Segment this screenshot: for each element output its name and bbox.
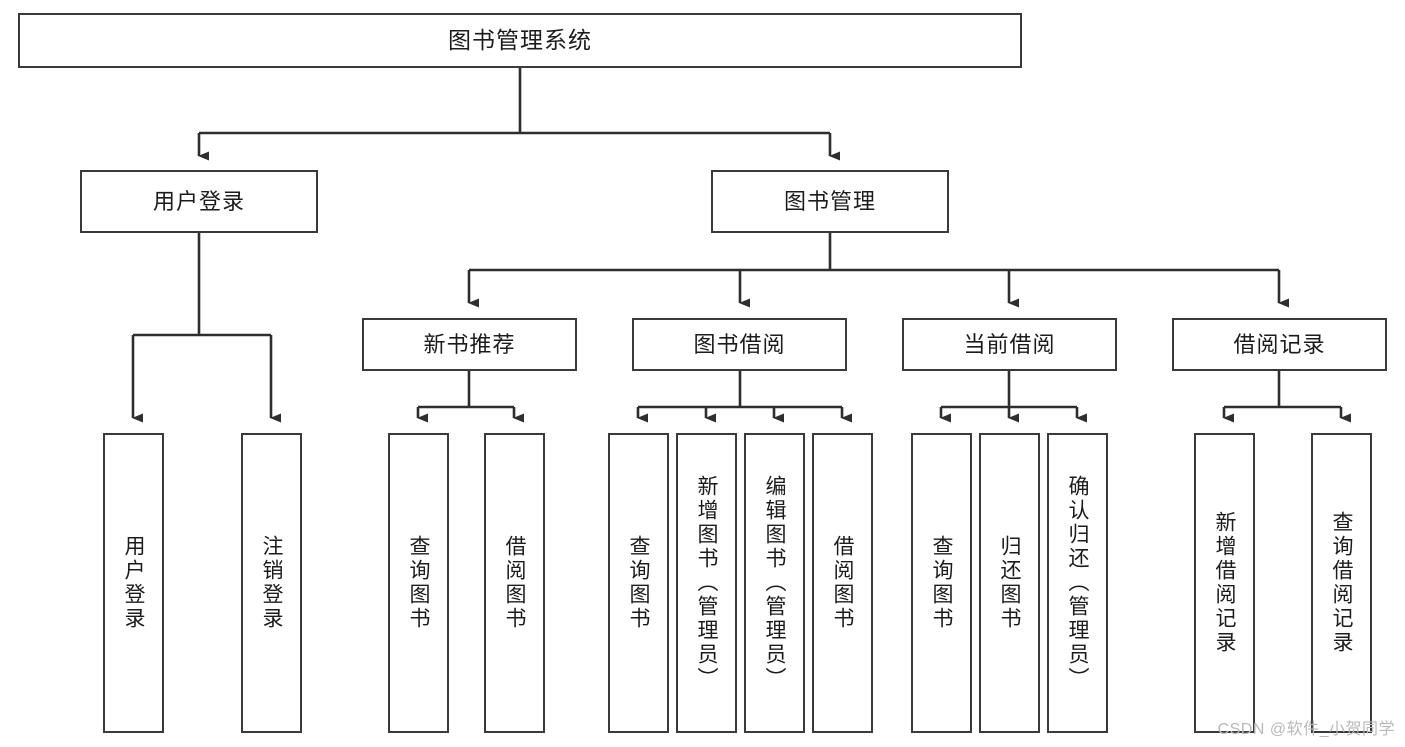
connectors-borrow-record	[1222, 371, 1351, 423]
node-root[interactable]: 图书管理系统	[18, 13, 1022, 68]
node-new-book-recommend-label: 新书推荐	[423, 331, 516, 357]
connectors-book-borrow	[636, 371, 852, 423]
node-current-borrow[interactable]: 当前借阅	[902, 318, 1117, 371]
node-leaf-query-book-1[interactable]: 查询图书	[388, 433, 449, 733]
node-user-login[interactable]: 用户登录	[80, 170, 318, 233]
node-leaf-edit-book[interactable]: 编辑图书（管理员）	[744, 433, 805, 733]
node-leaf-borrow-book-2-label: 借阅图书	[831, 535, 855, 631]
node-root-label: 图书管理系统	[448, 27, 592, 54]
node-book-borrow-label: 图书借阅	[693, 331, 786, 357]
node-leaf-add-record-label: 新增借阅记录	[1213, 511, 1237, 655]
watermark: CSDN @软件_小贺同学	[1217, 721, 1395, 738]
node-leaf-add-record[interactable]: 新增借阅记录	[1194, 433, 1255, 733]
node-current-borrow-label: 当前借阅	[963, 331, 1056, 357]
node-leaf-query-book-3[interactable]: 查询图书	[911, 433, 972, 733]
connectors-book-manage	[467, 233, 1289, 308]
node-leaf-add-book[interactable]: 新增图书（管理员）	[676, 433, 737, 733]
connectors-new-book-recommend	[416, 371, 524, 423]
node-borrow-record-label: 借阅记录	[1233, 331, 1326, 357]
connectors-user-login	[131, 233, 281, 423]
node-leaf-confirm-return-label: 确认归还（管理员）	[1066, 475, 1090, 691]
node-book-borrow[interactable]: 图书借阅	[632, 318, 847, 371]
node-leaf-return-book[interactable]: 归还图书	[979, 433, 1040, 733]
node-leaf-confirm-return[interactable]: 确认归还（管理员）	[1047, 433, 1108, 733]
node-borrow-record[interactable]: 借阅记录	[1172, 318, 1387, 371]
node-leaf-query-book-1-label: 查询图书	[407, 535, 431, 631]
node-leaf-query-record-label: 查询借阅记录	[1330, 511, 1354, 655]
node-leaf-query-record[interactable]: 查询借阅记录	[1311, 433, 1372, 733]
node-book-manage-label: 图书管理	[783, 188, 876, 214]
node-leaf-logout-login-label: 注销登录	[260, 535, 284, 631]
node-leaf-query-book-3-label: 查询图书	[930, 535, 954, 631]
connectors-current-borrow	[939, 371, 1087, 423]
node-leaf-borrow-book-1[interactable]: 借阅图书	[484, 433, 545, 733]
node-leaf-return-book-label: 归还图书	[998, 535, 1022, 631]
node-leaf-borrow-book-2[interactable]: 借阅图书	[812, 433, 873, 733]
node-user-login-label: 用户登录	[152, 188, 245, 214]
node-leaf-borrow-book-1-label: 借阅图书	[503, 535, 527, 631]
node-leaf-logout-login[interactable]: 注销登录	[241, 433, 302, 733]
connectors-root	[197, 68, 840, 161]
node-leaf-add-book-label: 新增图书（管理员）	[695, 475, 719, 691]
node-leaf-query-book-2-label: 查询图书	[627, 535, 651, 631]
node-leaf-edit-book-label: 编辑图书（管理员）	[763, 475, 787, 691]
node-new-book-recommend[interactable]: 新书推荐	[362, 318, 577, 371]
node-leaf-user-login-label: 用户登录	[122, 535, 146, 631]
node-leaf-query-book-2[interactable]: 查询图书	[608, 433, 669, 733]
node-book-manage[interactable]: 图书管理	[711, 170, 949, 233]
node-leaf-user-login[interactable]: 用户登录	[103, 433, 164, 733]
